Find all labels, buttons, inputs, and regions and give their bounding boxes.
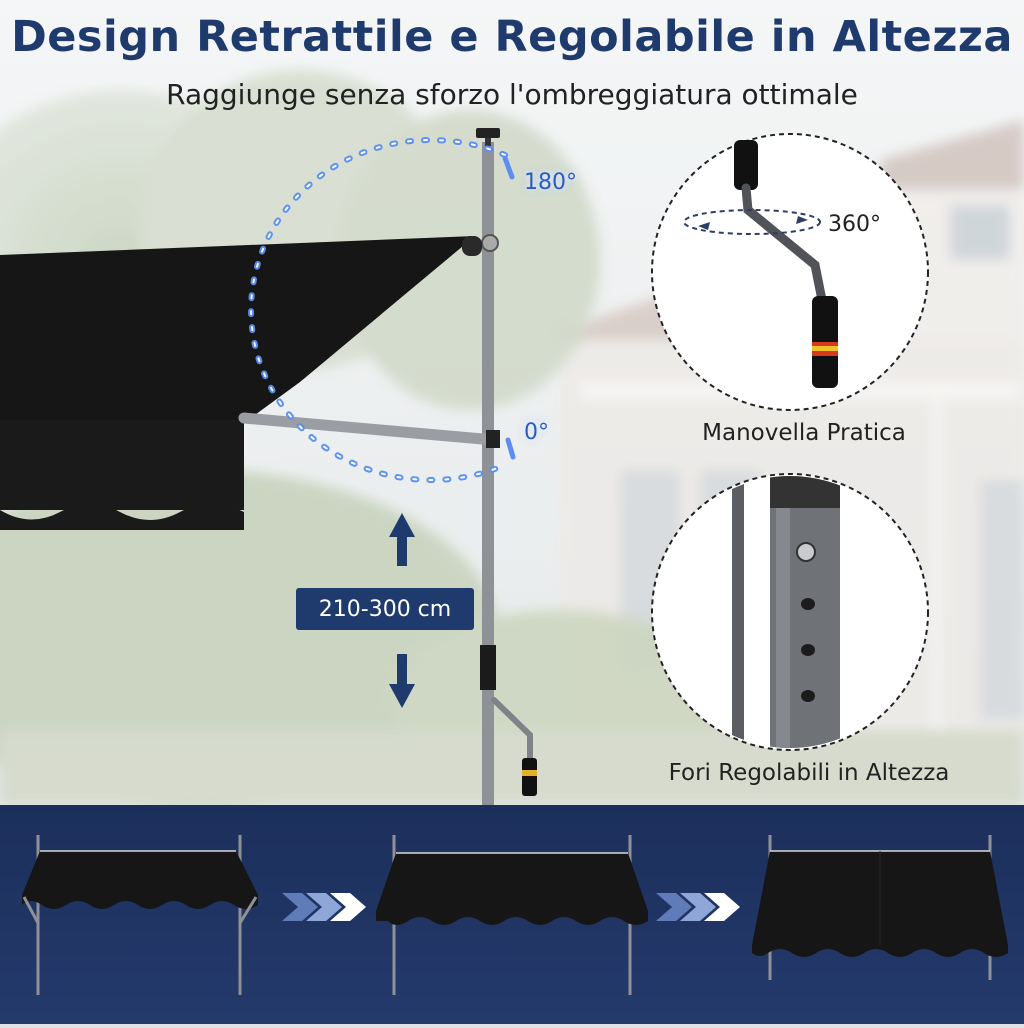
crank-caption: Manovella Pratica [702,420,906,446]
page-subtitle: Raggiunge senza sforzo l'ombreggiatura o… [166,78,858,111]
pole [482,142,494,805]
up-arrow-icon [389,513,415,566]
holes-caption: Fori Regolabili in Altezza [668,760,950,786]
awning-states-band [0,805,1024,1024]
awning-state-2 [376,835,648,995]
holes-detail-circle [651,473,929,751]
chevron-right-icon [282,893,366,921]
down-arrow-icon [389,654,415,708]
background-scene [0,0,1024,805]
garden-house-backdrop [0,0,1024,805]
crank-rotation-label: 360° [828,212,881,237]
awning-state-1 [22,835,258,995]
awning-canopy [0,236,482,530]
angle-max-label: 180° [524,170,577,195]
chevron-right-icon [656,893,740,921]
page-title: Design Retrattile e Regolabile in Altezz… [11,12,1013,62]
awning-state-3 [752,835,1008,980]
awning-states-illustration [22,835,1008,995]
support-arm [238,412,500,446]
height-range-badge: 210-300 cm [296,588,474,630]
crank-detail-circle [651,133,929,411]
tilt-arc [248,137,508,483]
angle-min-label: 0° [524,420,549,445]
